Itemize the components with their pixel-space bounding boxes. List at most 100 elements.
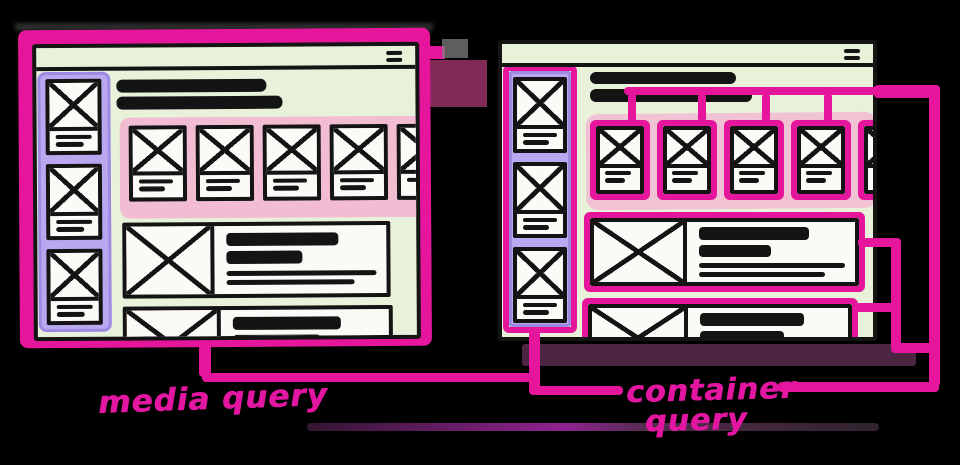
bracket-drop <box>698 93 706 123</box>
strip-card <box>195 124 255 202</box>
text-line <box>699 272 825 277</box>
container-article <box>582 298 858 337</box>
text-line <box>272 178 307 183</box>
x-image-placeholder-icon <box>266 128 317 175</box>
article-card <box>122 304 394 338</box>
right-browser-window <box>498 40 877 341</box>
left-browser-window <box>32 41 421 342</box>
text-line <box>226 232 339 246</box>
purple-underline <box>307 423 879 431</box>
bracket-drop <box>628 93 636 123</box>
x-image-placeholder-icon <box>517 166 563 214</box>
right-titlebar <box>502 44 873 67</box>
gray-smudge <box>15 23 433 31</box>
bracket-drop <box>824 93 832 125</box>
x-image-placeholder-icon <box>333 128 384 175</box>
x-image-placeholder-icon <box>868 130 873 168</box>
bracket-drop <box>762 93 770 125</box>
container-article <box>584 212 865 292</box>
text-line <box>605 171 631 175</box>
text-line <box>605 178 625 183</box>
x-image-placeholder-icon <box>49 167 99 217</box>
text-line <box>699 245 771 257</box>
text-line <box>700 331 784 337</box>
container-sidebar-outline <box>503 67 577 333</box>
text-line <box>138 186 166 192</box>
left-titlebar <box>36 45 416 72</box>
text-line <box>138 179 173 184</box>
text-line <box>739 171 765 175</box>
text-line <box>56 304 93 310</box>
media-query-label: media query <box>97 377 329 421</box>
text-line <box>739 178 759 183</box>
x-image-placeholder-icon <box>592 308 688 337</box>
media-query-connector-line <box>202 373 532 382</box>
sidebar-card <box>45 163 103 241</box>
x-image-placeholder-icon <box>517 251 563 299</box>
text-line <box>699 227 809 240</box>
text-line <box>226 270 377 276</box>
text-line <box>672 178 692 183</box>
media-query-connector-stub <box>199 344 211 377</box>
heading-bar <box>590 72 736 84</box>
heading-bar <box>116 95 283 110</box>
text-line <box>226 250 303 264</box>
right-sidebar <box>509 71 571 327</box>
text-line <box>672 171 698 175</box>
text-line <box>806 171 832 175</box>
text-line <box>205 185 233 192</box>
media-query-frame <box>18 27 432 349</box>
text-line <box>523 133 557 137</box>
container-query-label-line2: query <box>644 401 748 440</box>
container-cards-row <box>590 120 873 200</box>
text-line <box>56 311 85 318</box>
text-line <box>699 263 845 268</box>
bracket-corner <box>874 85 940 98</box>
text-line <box>55 141 84 148</box>
article-text-lines <box>687 222 855 282</box>
text-line <box>523 218 557 222</box>
sidebar-connector-line <box>529 386 623 395</box>
article2-connector <box>854 303 898 312</box>
text-line <box>232 334 321 338</box>
x-image-placeholder-icon <box>600 130 640 168</box>
text-line <box>523 310 549 315</box>
x-image-placeholder-icon <box>126 310 222 338</box>
sidebar-card <box>45 78 102 156</box>
strip-card <box>262 124 322 201</box>
x-image-placeholder-icon <box>734 130 774 168</box>
article-text-lines <box>688 308 848 337</box>
label-horizontal-line <box>778 382 939 392</box>
text-line <box>55 134 92 140</box>
text-line <box>339 178 374 183</box>
x-image-placeholder-icon <box>199 128 250 176</box>
inner-vertical-line <box>891 238 901 353</box>
article-card <box>122 220 391 299</box>
text-line <box>523 140 549 145</box>
text-line <box>205 178 240 184</box>
maroon-patch <box>425 60 487 107</box>
card-strip <box>119 115 417 219</box>
left-sidebar <box>37 71 112 333</box>
x-image-placeholder-icon <box>49 82 98 132</box>
text-line <box>406 177 417 182</box>
bracket-top-line <box>624 87 886 95</box>
sidebar-card <box>513 77 567 153</box>
hamburger-menu-icon <box>844 49 860 63</box>
strip-card <box>329 124 389 201</box>
text-line <box>806 178 826 183</box>
inner-elbow-line <box>891 343 935 353</box>
x-image-placeholder-icon <box>801 130 841 168</box>
text-line <box>56 226 85 233</box>
sidebar-connector-stub <box>529 330 540 393</box>
text-line <box>700 313 804 326</box>
x-image-placeholder-icon <box>517 81 563 129</box>
text-line <box>339 185 367 191</box>
right-window-body <box>502 67 873 337</box>
x-image-placeholder-icon <box>400 127 417 174</box>
right-vertical-line <box>929 90 940 387</box>
container-card <box>657 120 717 200</box>
x-image-placeholder-icon <box>126 226 215 295</box>
x-image-placeholder-icon <box>667 130 707 168</box>
